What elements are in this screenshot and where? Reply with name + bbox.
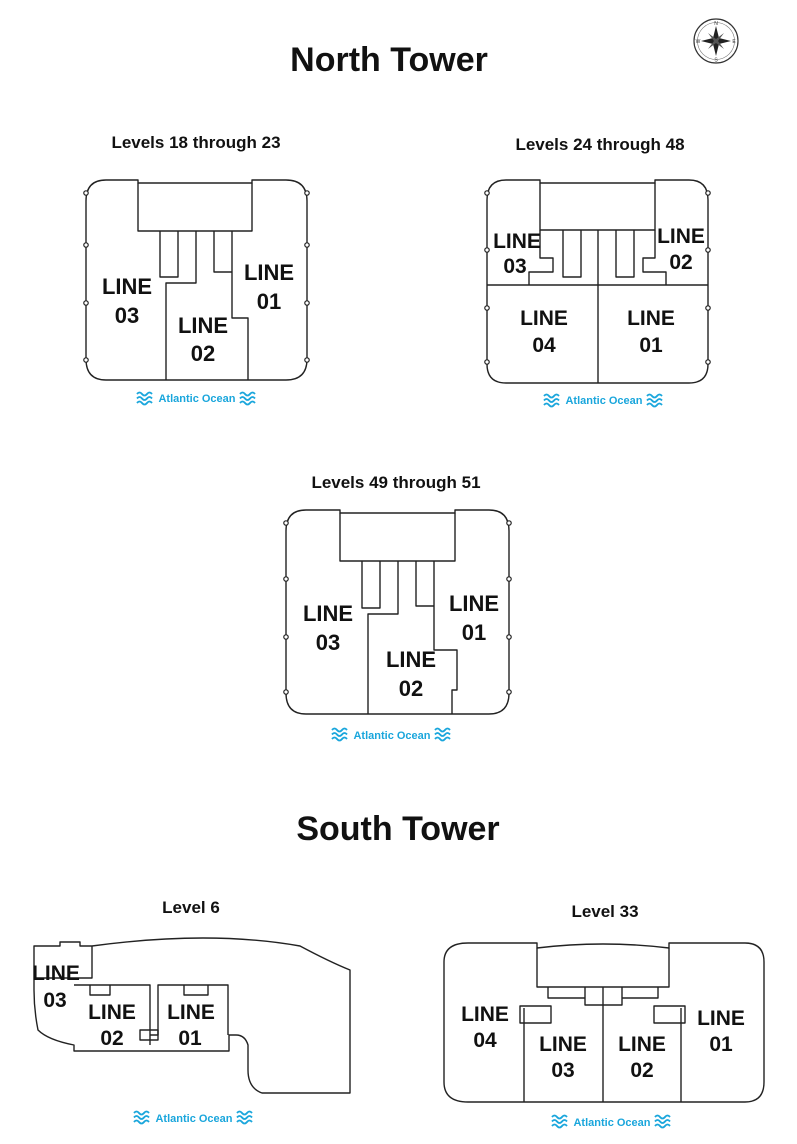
line-01-number: 01 (639, 334, 663, 357)
line-02-label: LINE (178, 313, 228, 338)
line-02-number: 02 (100, 1027, 123, 1050)
line-01-label: LINE (697, 1007, 745, 1030)
south-tower-title: South Tower (296, 810, 499, 848)
line-03-number: 03 (43, 989, 66, 1012)
line-01-label: LINE (167, 1001, 215, 1024)
wave-icon (236, 1110, 253, 1125)
ocean-label: Atlantic Ocean (133, 1110, 253, 1125)
plan-title: Levels 24 through 48 (515, 135, 684, 154)
svg-text:Atlantic Ocean: Atlantic Ocean (353, 730, 430, 742)
wave-icon (136, 391, 153, 406)
wave-icon (434, 727, 451, 742)
wave-icon (551, 1114, 568, 1129)
line-02-label: LINE (657, 225, 705, 248)
line-02-label: LINE (386, 647, 436, 672)
line-03-label: LINE (303, 601, 353, 626)
compass-letter-e: E (732, 39, 736, 45)
line-04-number: 04 (532, 334, 556, 357)
wave-icon (133, 1110, 150, 1125)
wave-icon (646, 393, 663, 408)
wave-icon (654, 1114, 671, 1129)
ocean-label: Atlantic Ocean (551, 1114, 671, 1129)
line-04-number: 04 (473, 1029, 497, 1052)
ocean-label: Atlantic Ocean (331, 727, 451, 742)
wave-icon (239, 391, 256, 406)
compass-letter-w: W (696, 39, 701, 45)
compass-letter-n: N (714, 21, 718, 27)
plan-levels-18-23: Levels 18 through 23 LINE 03 LINE 02 LIN… (83, 133, 310, 406)
compass-letter-s: S (714, 58, 718, 64)
line-02-number: 02 (191, 341, 215, 366)
line-01-label: LINE (244, 260, 294, 285)
svg-text:Atlantic Ocean: Atlantic Ocean (565, 395, 642, 407)
north-tower-title: North Tower (290, 41, 488, 79)
line-01-label: LINE (627, 307, 675, 330)
plan-level-6: Level 6 LINE 03 LINE 02 LINE 01 Atlantic… (32, 898, 351, 1125)
svg-text:Atlantic Ocean: Atlantic Ocean (158, 393, 235, 405)
line-02-number: 02 (630, 1059, 653, 1082)
plan-levels-24-48: Levels 24 through 48 LINE 03 LINE 02 LIN… (484, 135, 711, 408)
line-03-number: 03 (316, 630, 340, 655)
ocean-label: Atlantic Ocean (543, 393, 663, 408)
line-03-number: 03 (503, 255, 526, 278)
line-02-number: 02 (669, 251, 692, 274)
line-03-number: 03 (551, 1059, 574, 1082)
svg-text:Atlantic Ocean: Atlantic Ocean (155, 1113, 232, 1125)
line-02-number: 02 (399, 676, 423, 701)
line-01-number: 01 (709, 1033, 733, 1056)
line-03-label: LINE (102, 274, 152, 299)
plan-levels-49-51: Levels 49 through 51 LINE 03 LINE 02 LIN… (283, 473, 512, 742)
line-04-label: LINE (520, 307, 568, 330)
line-03-number: 03 (115, 303, 139, 328)
line-01-label: LINE (449, 591, 499, 616)
line-01-number: 01 (178, 1027, 202, 1050)
plan-level-33: Level 33 LINE 04 LINE 03 LINE 02 LINE 01… (443, 902, 765, 1129)
line-01-number: 01 (257, 289, 281, 314)
plan-title: Level 6 (162, 898, 220, 917)
ocean-label: Atlantic Ocean (136, 391, 256, 406)
compass-rose-icon: N S E W (693, 18, 739, 64)
line-04-label: LINE (461, 1003, 509, 1026)
line-02-label: LINE (88, 1001, 136, 1024)
line-03-label: LINE (493, 230, 541, 253)
wave-icon (543, 393, 560, 408)
svg-text:Atlantic Ocean: Atlantic Ocean (573, 1117, 650, 1129)
plan-title: Level 33 (571, 902, 638, 921)
plan-title: Levels 49 through 51 (311, 473, 480, 492)
line-01-number: 01 (462, 620, 486, 645)
wave-icon (331, 727, 348, 742)
line-03-label: LINE (539, 1033, 587, 1056)
line-03-label: LINE (32, 962, 80, 985)
plan-title: Levels 18 through 23 (111, 133, 280, 152)
line-02-label: LINE (618, 1033, 666, 1056)
